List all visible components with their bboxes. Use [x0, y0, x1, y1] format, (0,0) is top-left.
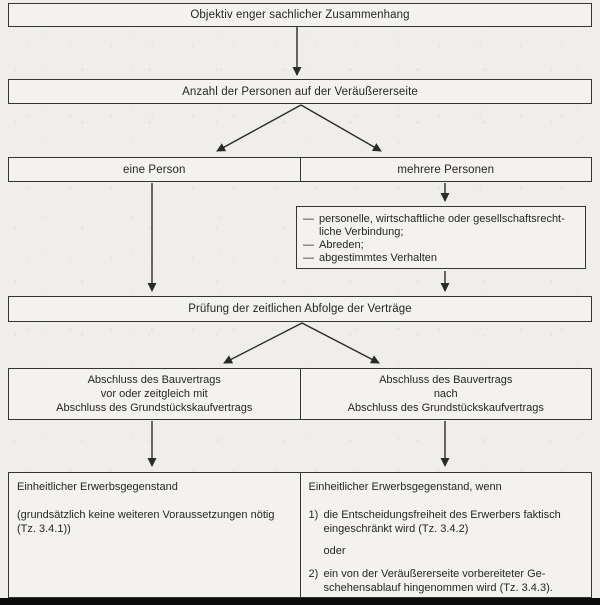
result-right-title: Einheitlicher Erwerbsgegenstand, wenn — [308, 481, 502, 493]
connection-criteria-text: Abreden; — [319, 239, 364, 251]
item-text: ein von der Veräußererseite vorbereitete… — [324, 567, 553, 595]
arrow-fork-to-contract-right — [301, 322, 380, 364]
cell-contract-before: Abschluss des Bauvertrags vor oder zeitg… — [9, 369, 301, 419]
box-persons-count: Anzahl der Personen auf der Veräußererse… — [8, 79, 592, 104]
contract-after-line: nach — [433, 388, 458, 400]
item-text-line: ein von der Veräußererseite vorbereitete… — [323, 568, 546, 580]
connection-criteria-line: — abgestimmtes Verhalten — [303, 252, 579, 265]
cell-multiple-persons-label: mehrere Personen — [397, 163, 495, 176]
box-sequence-check-label: Prüfung der zeitlichen Abfolge der Vertr… — [188, 303, 412, 315]
cell-one-person-label: eine Person — [123, 163, 186, 176]
result-right-item-1: 1) die Entscheidungsfreiheit des Erwerbe… — [309, 508, 584, 536]
box-connection-criteria: — personelle, wirtschaftliche oder gesel… — [296, 206, 586, 269]
connection-criteria-line: — personelle, wirtschaftliche oder gesel… — [303, 213, 579, 226]
connection-criteria-line: — Abreden; — [303, 239, 579, 252]
box-persons-count-label: Anzahl der Personen auf der Veräußererse… — [182, 85, 418, 98]
cell-result-left: Einheitlicher Erwerbsgegenstand (grundsä… — [9, 473, 301, 597]
item-text: die Entscheidungsfreiheit des Erwerbers … — [324, 508, 561, 536]
arrow-fork-to-one-person — [216, 104, 302, 152]
dash-bullet — [303, 226, 319, 239]
scan-edge-bar — [0, 598, 600, 605]
result-right-item-2: 2) ein von der Veräußererseite vorbereit… — [309, 567, 584, 595]
contract-before-line: Abschluss des Grundstückskaufvertrags — [56, 402, 253, 414]
box-objective-connection: Objektiv enger sachlicher Zusammenhang — [8, 3, 592, 27]
contract-before-line: Abschluss des Bauvertrags — [87, 374, 221, 386]
box-persons-split: eine Person mehrere Personen — [8, 157, 592, 182]
result-left-note: (grundsätzlich keine weiteren Voraussetz… — [17, 509, 275, 521]
contract-after-line: Abschluss des Grundstückskaufvertrags — [347, 402, 544, 414]
item-marker: 1) — [308, 509, 319, 521]
item-text-line: eingeschränkt wird (Tz. 3.4.2) — [323, 523, 469, 535]
box-objective-connection-label: Objektiv enger sachlicher Zusammenhang — [190, 9, 410, 21]
result-left-note: (Tz. 3.4.1)) — [17, 523, 71, 535]
item-marker: 2) — [308, 568, 319, 580]
cell-one-person: eine Person — [9, 158, 301, 181]
box-contract-split: Abschluss des Bauvertrags vor oder zeitg… — [8, 368, 592, 420]
arrow-fork-to-contract-left — [223, 322, 303, 364]
item-text-line: schehensablauf hingenommen wird (Tz. 3.4… — [323, 582, 553, 594]
contract-after-line: Abschluss des Bauvertrags — [379, 374, 513, 386]
connection-criteria-text: liche Verbindung; — [319, 226, 404, 238]
cell-result-right: Einheitlicher Erwerbsgegenstand, wenn 1)… — [301, 473, 592, 597]
result-left-title: Einheitlicher Erwerbsgegenstand — [17, 481, 178, 493]
connection-criteria-text: personelle, wirtschaftliche oder gesells… — [319, 213, 565, 225]
dash-bullet: — — [303, 239, 314, 251]
cell-contract-after: Abschluss des Bauvertrags nach Abschluss… — [301, 369, 592, 419]
result-right-connector: oder — [323, 545, 346, 557]
item-text-line: die Entscheidungsfreiheit des Erwerbers … — [323, 509, 561, 521]
contract-before-line: vor oder zeitgleich mit — [100, 388, 208, 400]
dash-bullet: — — [303, 213, 314, 225]
connection-criteria-line: liche Verbindung; — [303, 226, 579, 239]
box-result-split: Einheitlicher Erwerbsgegenstand (grundsä… — [8, 472, 592, 598]
cell-multiple-persons: mehrere Personen — [301, 158, 592, 181]
box-sequence-check: Prüfung der zeitlichen Abfolge der Vertr… — [8, 296, 592, 322]
dash-bullet: — — [303, 252, 314, 264]
connection-criteria-text: abgestimmtes Verhalten — [319, 252, 438, 264]
arrow-fork-to-multiple-persons — [300, 104, 382, 152]
